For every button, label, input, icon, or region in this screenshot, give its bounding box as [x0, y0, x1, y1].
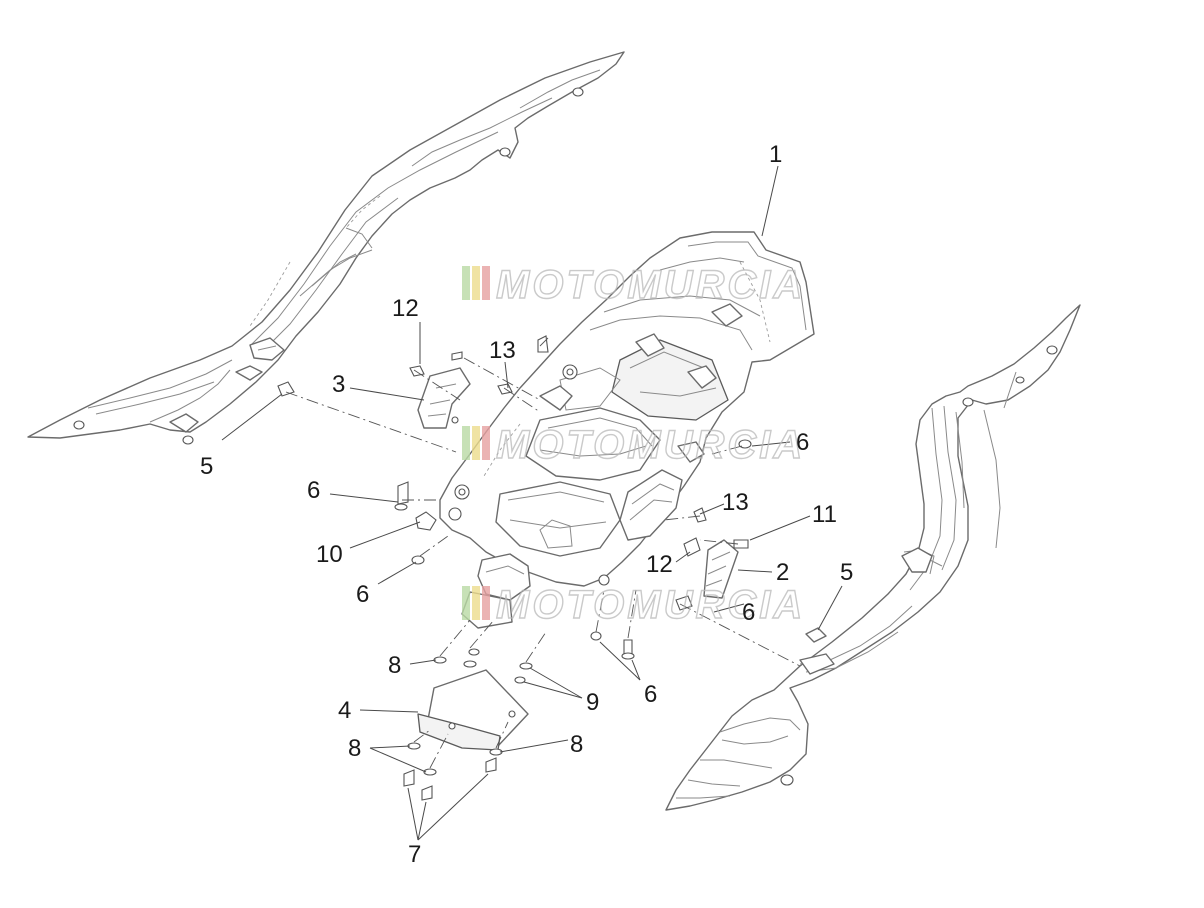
right-bracket-part-2: [683, 537, 739, 599]
callout-10: 10: [316, 541, 343, 568]
callout-13: 13: [722, 489, 749, 516]
callout-5: 5: [200, 453, 213, 480]
watermark-bottom: MOTOMURCIA: [462, 582, 805, 628]
callout-13: 13: [489, 337, 516, 364]
rear-undertray: [439, 231, 815, 629]
fasteners: [277, 335, 752, 801]
watermark-middle: MOTOMURCIA: [462, 422, 805, 468]
callout-8: 8: [388, 652, 401, 679]
callout-6: 6: [644, 681, 657, 708]
callout-11: 11: [812, 501, 837, 528]
callout-5: 5: [840, 559, 853, 586]
callout-12: 12: [392, 295, 419, 322]
callout-6: 6: [307, 477, 320, 504]
callout-6: 6: [356, 581, 369, 608]
callout-6: 6: [742, 599, 755, 626]
watermark-text: MOTOMURCIA: [496, 423, 805, 467]
assembly-lines: [285, 337, 801, 769]
leader-lines: [221, 165, 843, 841]
right-side-fairing: [665, 304, 1081, 811]
callout-2: 2: [776, 559, 789, 586]
callout-3: 3: [332, 371, 345, 398]
watermark-text: MOTOMURCIA: [496, 583, 805, 627]
watermark-text: MOTOMURCIA: [496, 263, 805, 307]
callout-1: 1: [769, 141, 782, 168]
left-side-fairing: [27, 51, 625, 445]
callout-6: 6: [796, 429, 809, 456]
callout-4: 4: [338, 697, 351, 724]
left-bracket-part-3: [409, 365, 471, 429]
watermark-top: MOTOMURCIA: [462, 262, 805, 308]
callout-9: 9: [586, 689, 599, 716]
callout-8: 8: [348, 735, 361, 762]
cover-plate-part-4: [417, 669, 529, 751]
callout-8: 8: [570, 731, 583, 758]
callout-labels: 1 12 13 3 5 6 6 13 11 10 6 12 2 5 6 8 6 …: [200, 141, 853, 868]
callout-7: 7: [408, 841, 421, 868]
callout-12: 12: [646, 551, 673, 578]
